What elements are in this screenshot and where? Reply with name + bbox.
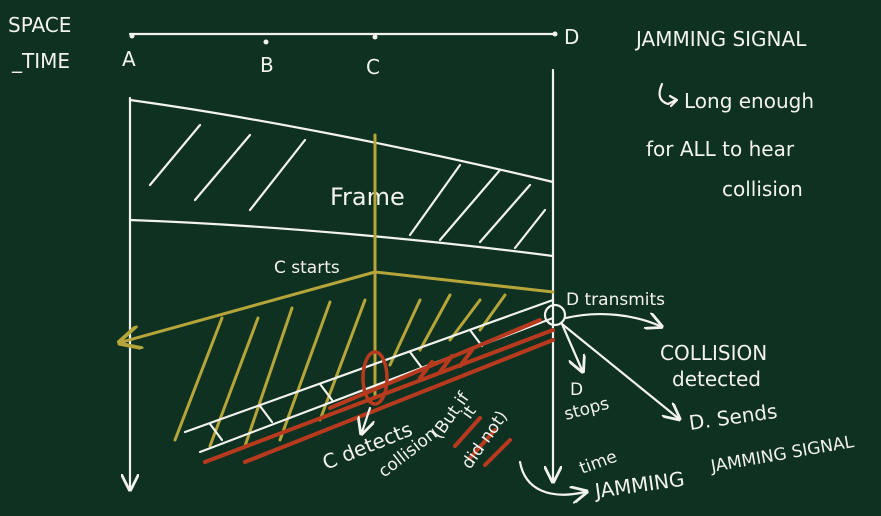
d-signal-top [183, 298, 555, 434]
d-transmits-label: D transmits [566, 290, 665, 310]
frame-hatching [148, 123, 547, 250]
jamming-note-3: collision [722, 177, 803, 201]
collision-detected-label-1: COLLISION [660, 341, 767, 365]
collision-detected-label-2: detected [672, 367, 761, 391]
frame-bottom-edge [128, 218, 555, 258]
d-transmit-circle [543, 303, 567, 327]
d-sends-label: D. Sends [687, 399, 778, 435]
jamming-note-1: Long enough [684, 89, 814, 113]
jamming-bottom-label: JAMMING [591, 467, 686, 504]
d-sends-jamming-label: JAMMING SIGNAL [708, 432, 856, 477]
d-signal-ticks [208, 328, 484, 442]
frame-top-edge [128, 98, 555, 184]
jamming-note-2: for ALL to hear [646, 137, 795, 161]
time-label: time [577, 447, 620, 479]
d-sends-arrow [560, 322, 678, 418]
node-d-label: D [564, 25, 579, 49]
node-b-dot [263, 39, 269, 45]
c-detects-arrow [362, 406, 370, 432]
d-stops-label-1: D [570, 380, 583, 400]
node-c-label: C [366, 55, 380, 79]
hook-arrow-head-icon [668, 94, 679, 108]
c-signal-hatching [173, 293, 507, 448]
node-b-label: B [260, 53, 274, 77]
c-signal-left [122, 270, 377, 342]
frame-label: Frame [330, 183, 405, 211]
c-signal-right [373, 270, 555, 294]
d-stops-arrow [560, 322, 582, 370]
node-a-dot [129, 33, 135, 39]
time-axis-label: _TIME [11, 49, 70, 73]
c-starts-label: C starts [274, 258, 340, 278]
node-c-dot [372, 34, 378, 40]
space-label: SPACE [8, 13, 71, 37]
hook-arrow-icon [658, 82, 678, 106]
collision-detected-arrow [564, 314, 660, 326]
jamming-title: JAMMING SIGNAL [634, 27, 807, 51]
c-collision-circle [361, 350, 389, 406]
node-d-dot [552, 31, 558, 37]
jamming-bottom-arrow [518, 460, 585, 495]
node-a-label: A [122, 47, 136, 71]
